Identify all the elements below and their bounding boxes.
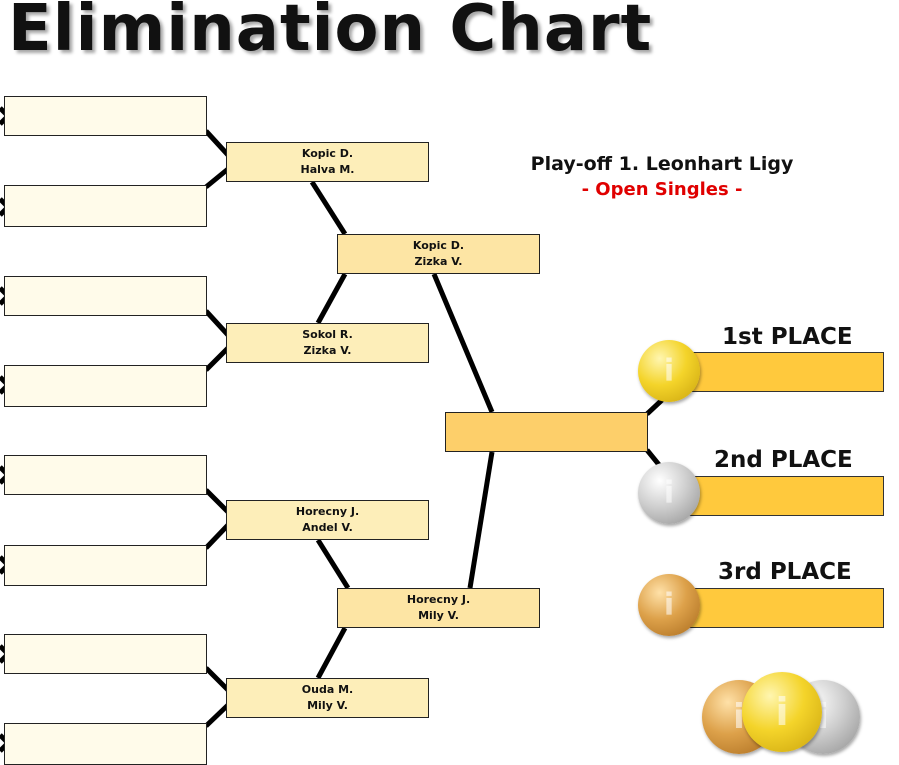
entry-slot[interactable]	[4, 545, 207, 586]
entry-slot[interactable]	[4, 96, 207, 136]
gold-medal-icon: i	[742, 672, 822, 752]
player-name: Kopic D.	[301, 147, 354, 160]
round1-match[interactable]: Sokol R. Zizka V.	[226, 323, 429, 363]
player-name: Kopic D.	[412, 239, 465, 252]
player-name: Mily V.	[307, 699, 348, 712]
entry-slot[interactable]	[4, 634, 207, 674]
entry-slot[interactable]	[4, 365, 207, 407]
player-name: Sokol R.	[302, 328, 353, 341]
player-name: Halva M.	[300, 163, 355, 176]
third-place-box[interactable]	[668, 588, 884, 628]
third-place-label: 3rd PLACE	[718, 559, 852, 585]
player-name: Horecny J.	[295, 505, 360, 518]
semifinal-match[interactable]: Kopic D. Zizka V.	[337, 234, 540, 274]
tournament-subtitle: Play-off 1. Leonhart Ligy - Open Singles…	[497, 152, 827, 202]
entry-slot[interactable]	[4, 276, 207, 316]
final-match[interactable]	[445, 412, 648, 452]
gold-medal-icon: i	[638, 340, 700, 402]
round1-match[interactable]: Ouda M. Mily V.	[226, 678, 429, 718]
player-name: Horecny J.	[406, 593, 471, 606]
tournament-name: Play-off 1. Leonhart Ligy	[530, 153, 794, 175]
round1-match[interactable]: Kopic D. Halva M.	[226, 142, 429, 182]
silver-medal-icon: i	[638, 462, 700, 524]
player-name: Zizka V.	[414, 255, 463, 268]
first-place-label: 1st PLACE	[722, 324, 853, 350]
player-name: Andel V.	[302, 521, 353, 534]
medals-trio-icon: i i i	[700, 672, 865, 757]
first-place-box[interactable]	[668, 352, 884, 392]
player-name: Mily V.	[418, 609, 459, 622]
entry-slot[interactable]	[4, 185, 207, 227]
entry-slot[interactable]	[4, 723, 207, 765]
page-title: Elimination Chart	[8, 0, 653, 66]
player-name: Ouda M.	[301, 683, 354, 696]
round1-match[interactable]: Horecny J. Andel V.	[226, 500, 429, 540]
second-place-label: 2nd PLACE	[714, 447, 853, 473]
second-place-box[interactable]	[668, 476, 884, 516]
bronze-medal-icon: i	[638, 574, 700, 636]
entry-slot[interactable]	[4, 455, 207, 495]
player-name: Zizka V.	[303, 344, 352, 357]
event-name: - Open Singles -	[581, 179, 743, 200]
semifinal-match[interactable]: Horecny J. Mily V.	[337, 588, 540, 628]
